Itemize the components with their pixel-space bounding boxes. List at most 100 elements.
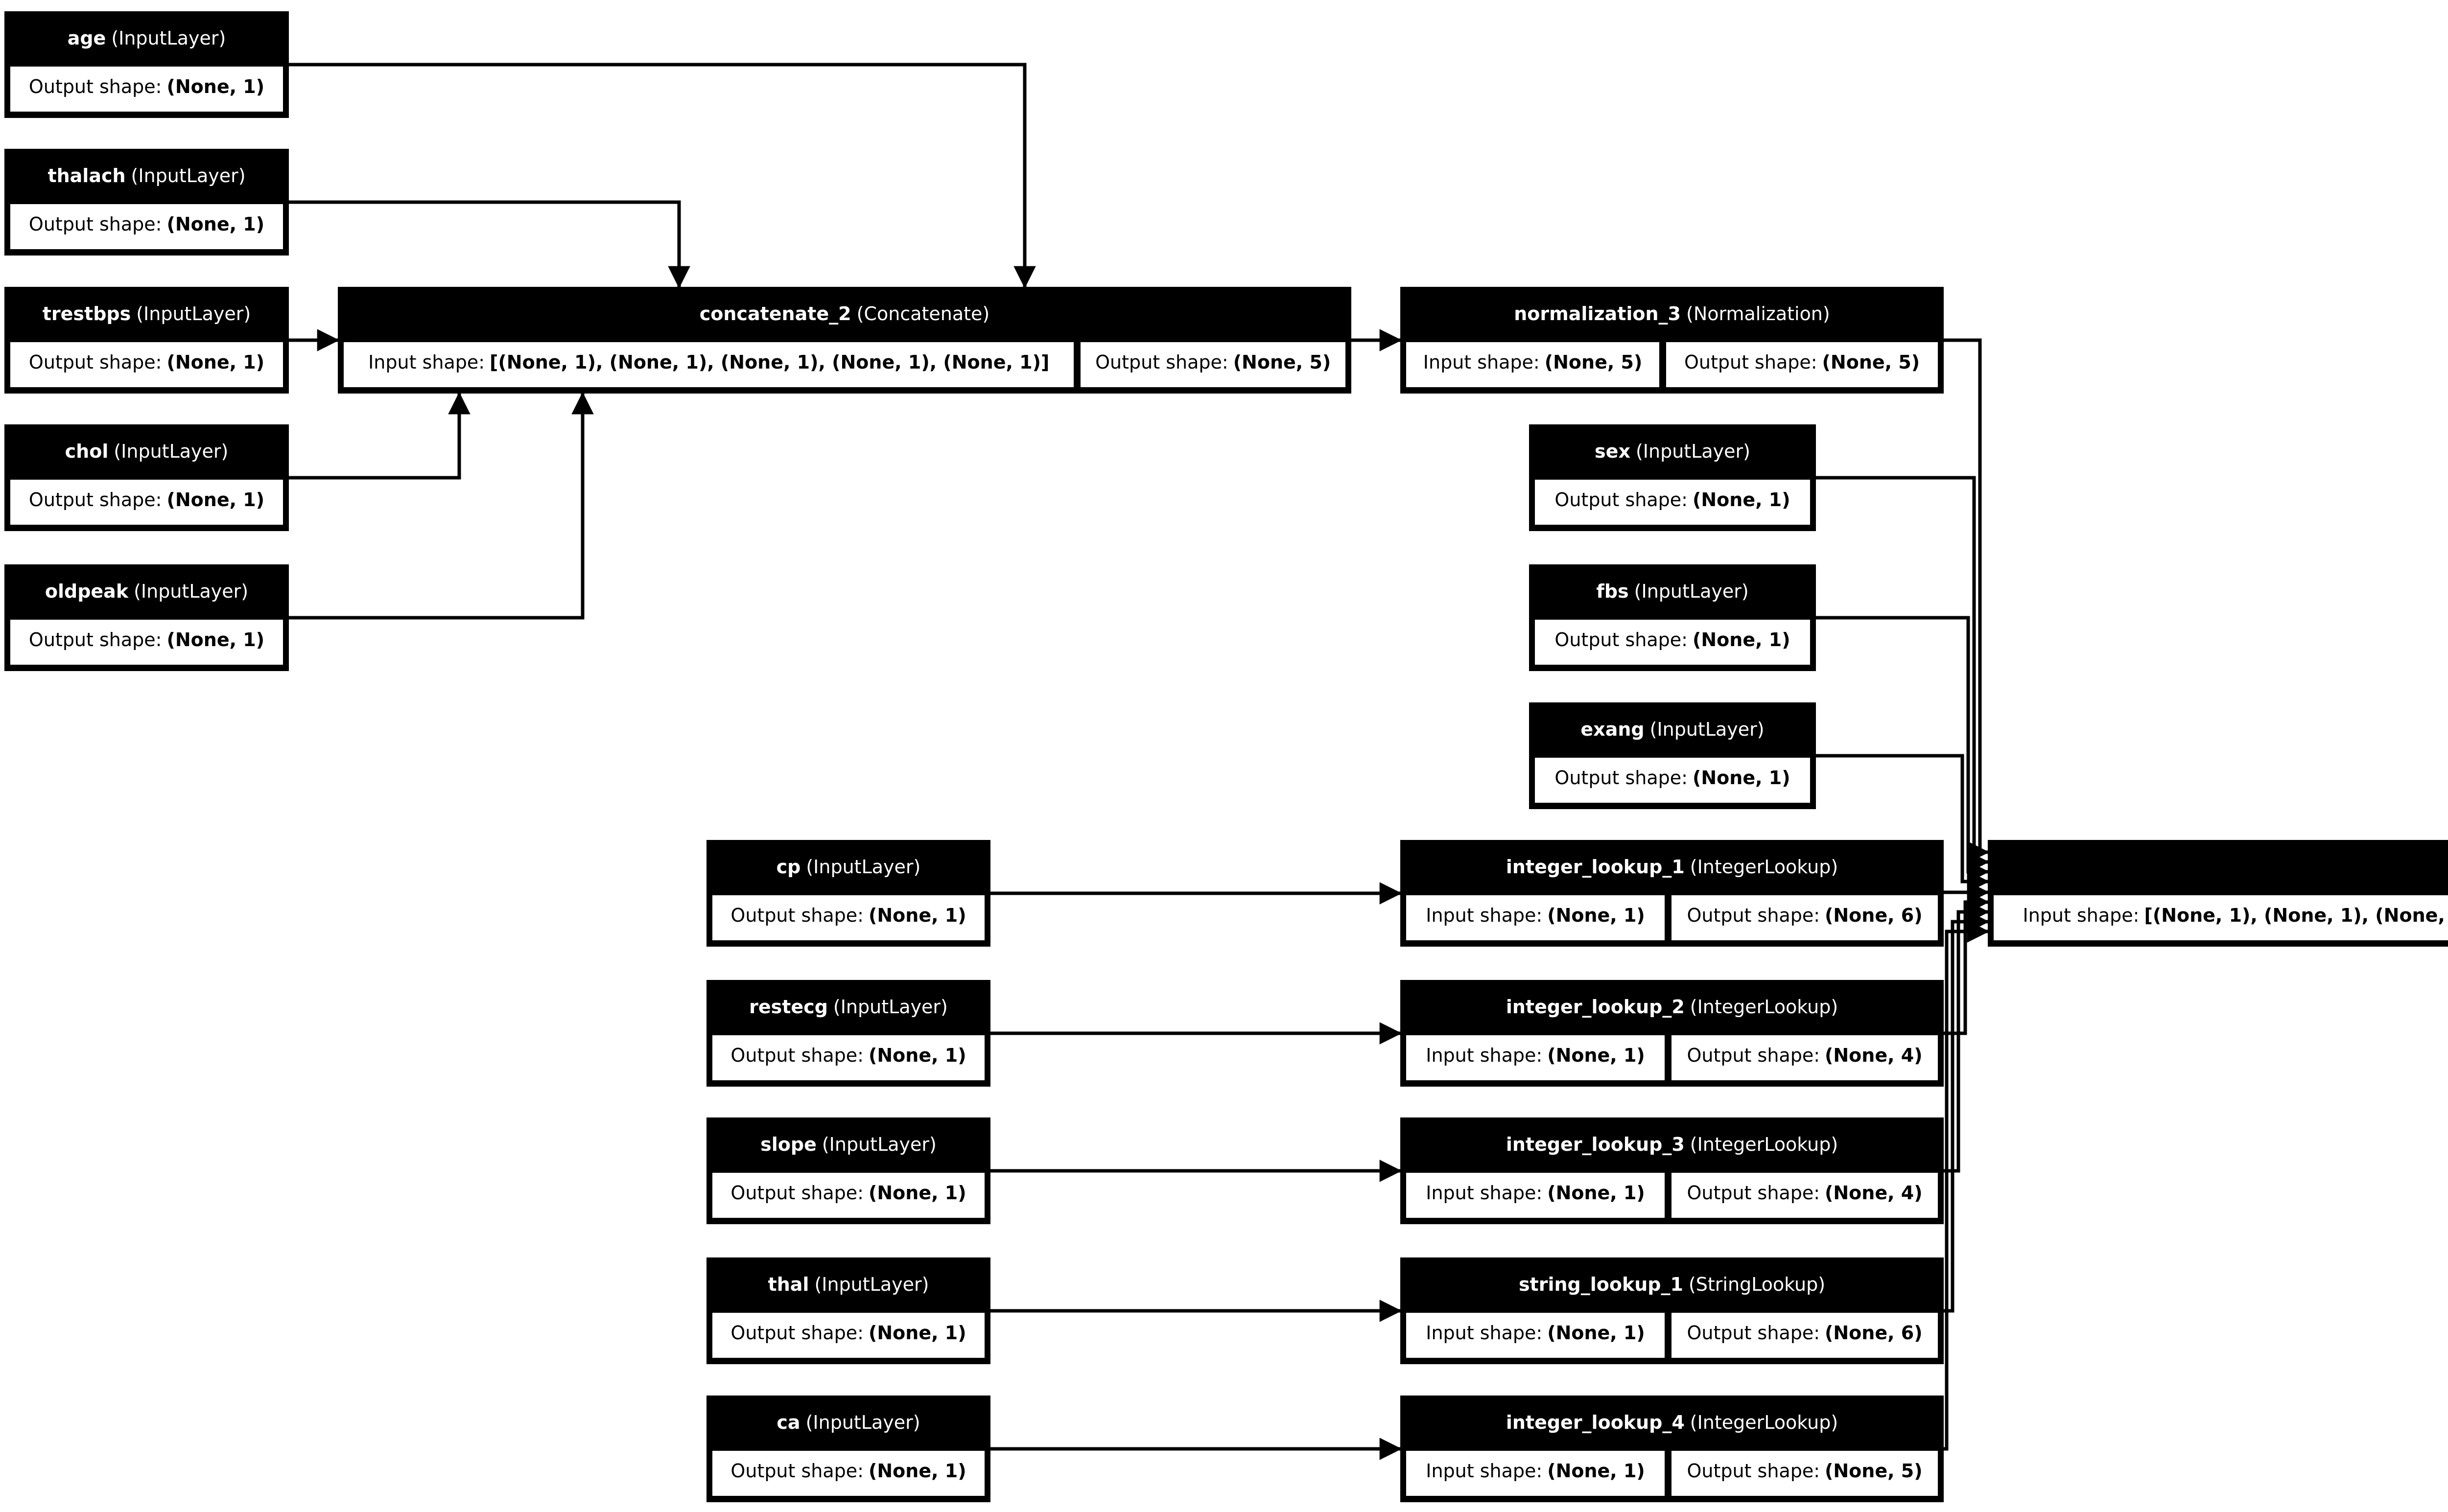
output-shape-value: (None, 1) bbox=[868, 905, 966, 926]
edge-normalization_3-concatenate_3 bbox=[1944, 338, 1990, 863]
layer-name: concatenate_2 bbox=[699, 302, 851, 325]
node-concatenate_2-input-shape: Input shape:[(None, 1), (None, 1), (None… bbox=[342, 340, 1076, 389]
output-shape-label: Output shape: bbox=[1687, 1322, 1820, 1344]
layer-type: (InputLayer) bbox=[114, 440, 229, 462]
node-thal-output-shape: Output shape:(None, 1) bbox=[710, 1311, 987, 1360]
node-oldpeak-title: oldpeak(InputLayer) bbox=[4, 564, 289, 618]
layer-type: (InputLayer) bbox=[134, 580, 249, 602]
layer-name: ca bbox=[777, 1411, 800, 1433]
node-concatenate_3: concatenate_3(Concatenate) Input shape:[… bbox=[1988, 840, 2448, 947]
output-shape-value: (None, 1) bbox=[166, 629, 265, 651]
node-restecg: restecg(InputLayer) Output shape:(None, … bbox=[706, 980, 990, 1087]
layer-type: (InputLayer) bbox=[131, 164, 246, 186]
node-integer_lookup_4-input-shape: Input shape:(None, 1) bbox=[1404, 1449, 1667, 1498]
node-ca-title: ca(InputLayer) bbox=[706, 1396, 990, 1449]
input-shape-label: Input shape: bbox=[1426, 1460, 1543, 1482]
output-shape-value: (None, 1) bbox=[868, 1045, 966, 1066]
input-shape-label: Input shape: bbox=[1426, 1182, 1543, 1204]
input-shape-value: (None, 1) bbox=[1547, 1322, 1645, 1344]
input-shape-label: Input shape: bbox=[1426, 1322, 1543, 1344]
node-fbs: fbs(InputLayer) Output shape:(None, 1) bbox=[1529, 564, 1816, 671]
layer-type: (InputLayer) bbox=[1635, 440, 1750, 462]
input-shape-value: (None, 1) bbox=[1547, 905, 1645, 926]
node-integer_lookup_2-input-shape: Input shape:(None, 1) bbox=[1404, 1033, 1667, 1082]
layer-type: (IntegerLookup) bbox=[1690, 1133, 1838, 1155]
layer-type: (InputLayer) bbox=[1649, 718, 1765, 740]
layer-type: (InputLayer) bbox=[822, 1133, 937, 1155]
node-string_lookup_1-input-shape: Input shape:(None, 1) bbox=[1404, 1311, 1667, 1360]
layer-name: slope bbox=[760, 1133, 817, 1155]
layer-type: (InputLayer) bbox=[806, 856, 921, 878]
output-shape-value: (None, 1) bbox=[1692, 767, 1790, 789]
node-normalization_3-title: normalization_3(Normalization) bbox=[1400, 287, 1944, 340]
output-shape-value: (None, 5) bbox=[1822, 351, 1920, 373]
node-normalization_3-input-shape: Input shape:(None, 5) bbox=[1404, 340, 1662, 389]
output-shape-value: (None, 1) bbox=[166, 76, 265, 97]
output-shape-value: (None, 4) bbox=[1825, 1182, 1923, 1204]
layer-name: integer_lookup_3 bbox=[1506, 1133, 1685, 1155]
output-shape-label: Output shape: bbox=[28, 213, 162, 235]
edge-integer_lookup_4-concatenate_3 bbox=[1944, 920, 1990, 1451]
layer-name: integer_lookup_4 bbox=[1506, 1411, 1685, 1433]
input-shape-value: (None, 1) bbox=[1547, 1045, 1645, 1066]
node-integer_lookup_1-input-shape: Input shape:(None, 1) bbox=[1404, 893, 1667, 942]
node-sex: sex(InputLayer) Output shape:(None, 1) bbox=[1529, 424, 1816, 531]
node-slope-title: slope(InputLayer) bbox=[706, 1117, 990, 1171]
output-shape-value: (None, 5) bbox=[1233, 351, 1331, 373]
node-oldpeak-output-shape: Output shape:(None, 1) bbox=[8, 618, 285, 667]
layer-type: (StringLookup) bbox=[1688, 1273, 1826, 1295]
output-shape-label: Output shape: bbox=[1687, 1045, 1820, 1066]
output-shape-value: (None, 4) bbox=[1825, 1045, 1923, 1066]
edge-chol-concatenate_2 bbox=[289, 392, 471, 480]
node-trestbps-title: trestbps(InputLayer) bbox=[4, 287, 289, 340]
layer-type: (InputLayer) bbox=[805, 1411, 920, 1433]
node-age: age(InputLayer) Output shape:(None, 1) bbox=[4, 11, 289, 118]
edge-thalach-concatenate_2 bbox=[289, 200, 690, 289]
node-trestbps: trestbps(InputLayer) Output shape:(None,… bbox=[4, 287, 289, 394]
layer-name: oldpeak bbox=[45, 580, 129, 602]
output-shape-value: (None, 5) bbox=[1825, 1460, 1923, 1482]
node-thalach-output-shape: Output shape:(None, 1) bbox=[8, 202, 285, 251]
node-cp-output-shape: Output shape:(None, 1) bbox=[710, 893, 987, 942]
node-integer_lookup_4-title: integer_lookup_4(IntegerLookup) bbox=[1400, 1396, 1944, 1449]
output-shape-label: Output shape: bbox=[1554, 629, 1688, 651]
input-shape-label: Input shape: bbox=[1426, 905, 1543, 926]
output-shape-label: Output shape: bbox=[730, 1322, 864, 1344]
node-sex-title: sex(InputLayer) bbox=[1529, 424, 1816, 478]
node-ca: ca(InputLayer) Output shape:(None, 1) bbox=[706, 1396, 990, 1502]
node-string_lookup_1-output-shape: Output shape:(None, 6) bbox=[1670, 1311, 1940, 1360]
node-exang: exang(InputLayer) Output shape:(None, 1) bbox=[1529, 702, 1816, 809]
node-string_lookup_1: string_lookup_1(StringLookup) Input shap… bbox=[1400, 1257, 1944, 1364]
layer-name: fbs bbox=[1596, 580, 1629, 602]
output-shape-value: (None, 1) bbox=[868, 1460, 966, 1482]
layer-name: exang bbox=[1580, 718, 1645, 740]
node-slope-output-shape: Output shape:(None, 1) bbox=[710, 1171, 987, 1220]
output-shape-label: Output shape: bbox=[1554, 767, 1688, 789]
node-integer_lookup_3-input-shape: Input shape:(None, 1) bbox=[1404, 1171, 1667, 1220]
node-integer_lookup_1-output-shape: Output shape:(None, 6) bbox=[1670, 893, 1940, 942]
output-shape-label: Output shape: bbox=[730, 905, 864, 926]
layer-type: (InputLayer) bbox=[1634, 580, 1749, 602]
layer-type: (IntegerLookup) bbox=[1690, 996, 1838, 1018]
output-shape-label: Output shape: bbox=[1554, 489, 1688, 511]
output-shape-value: (None, 1) bbox=[166, 351, 265, 373]
edge-oldpeak-concatenate_2 bbox=[289, 392, 594, 620]
layer-name: integer_lookup_2 bbox=[1506, 996, 1685, 1018]
layer-name: trestbps bbox=[42, 302, 131, 325]
node-ca-output-shape: Output shape:(None, 1) bbox=[710, 1449, 987, 1498]
node-integer_lookup_4: integer_lookup_4(IntegerLookup) Input sh… bbox=[1400, 1396, 1944, 1502]
node-integer_lookup_2-output-shape: Output shape:(None, 4) bbox=[1670, 1033, 1940, 1082]
output-shape-label: Output shape: bbox=[730, 1460, 864, 1482]
node-age-output-shape: Output shape:(None, 1) bbox=[8, 65, 285, 114]
node-concatenate_3-input-shape: Input shape:[(None, 1), (None, 1), (None… bbox=[1992, 893, 2448, 942]
layer-name: normalization_3 bbox=[1514, 302, 1681, 325]
layer-type: (InputLayer) bbox=[814, 1273, 929, 1295]
node-cp: cp(InputLayer) Output shape:(None, 1) bbox=[706, 840, 990, 947]
node-concatenate_2-output-shape: Output shape:(None, 5) bbox=[1079, 340, 1347, 389]
output-shape-label: Output shape: bbox=[730, 1045, 864, 1066]
node-thal-title: thal(InputLayer) bbox=[706, 1257, 990, 1311]
layer-name: cp bbox=[776, 856, 801, 878]
input-shape-label: Input shape: bbox=[2023, 905, 2140, 926]
layer-type: (Normalization) bbox=[1686, 302, 1830, 325]
